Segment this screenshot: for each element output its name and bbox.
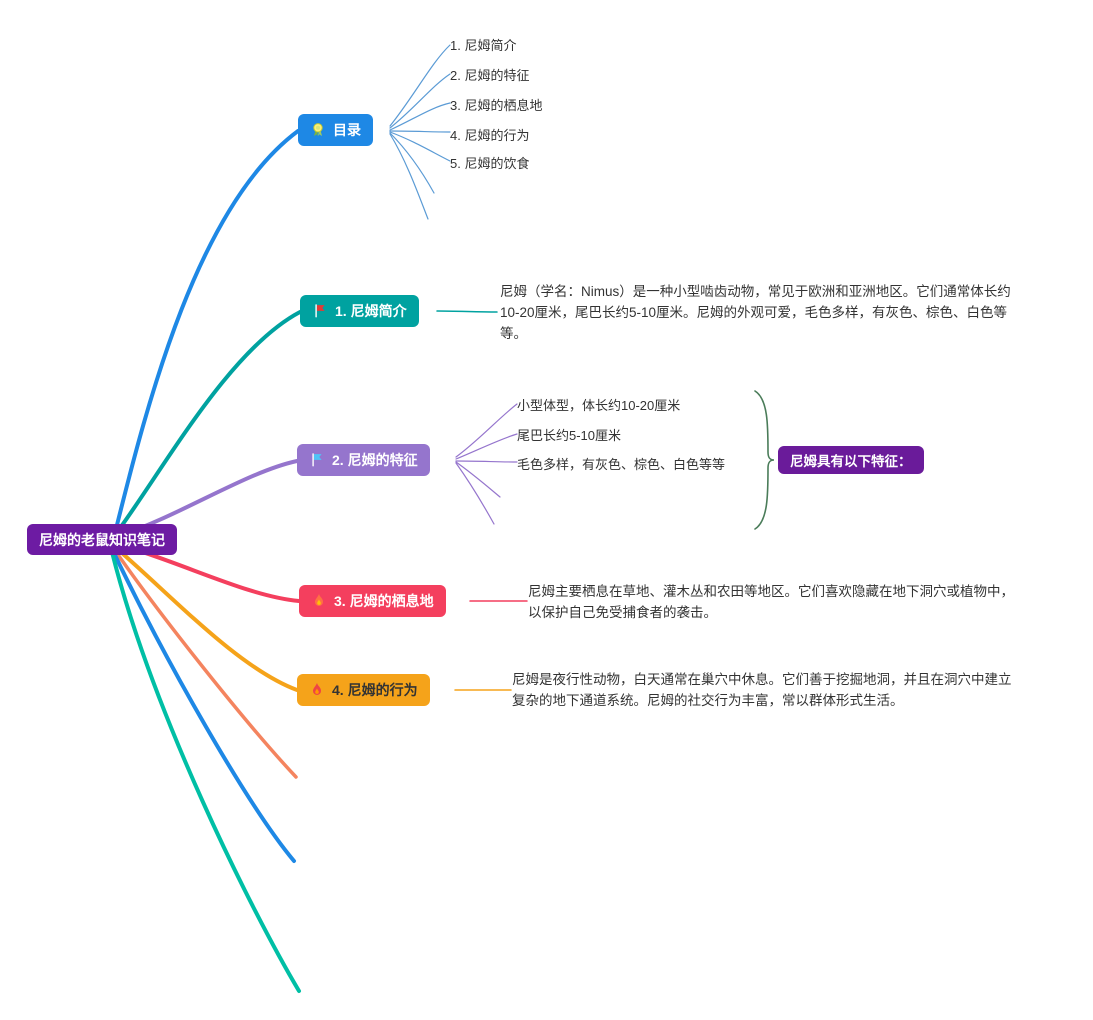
toc-child-line-stub-1 — [389, 132, 435, 194]
features-child-line-stub-2 — [455, 462, 495, 525]
branch-line-stub-blue — [111, 549, 296, 863]
branch-line-behavior — [113, 545, 299, 692]
features-child-line-stub-1 — [455, 461, 501, 498]
features-summary-topic[interactable]: 尼姆具有以下特征： — [778, 446, 924, 474]
toc-child-line-stub-2 — [389, 133, 429, 220]
toc-child-line-4 — [389, 130, 451, 133]
toc-child-line-3 — [389, 102, 451, 131]
features-child-line-1 — [455, 403, 518, 458]
branch-line-stub-teal — [110, 550, 301, 993]
blue-flag-icon — [309, 452, 325, 468]
toc-item-2[interactable]: 2. 尼姆的特征 — [450, 68, 530, 83]
medal-icon — [310, 122, 326, 138]
behavior-note[interactable]: 尼姆是夜行性动物，白天通常在巢穴中休息。它们善于挖掘地洞，并且在洞穴中建立复杂的… — [512, 672, 1012, 708]
intro-note[interactable]: 尼姆（学名：Nimus）是一种小型啮齿动物，常见于欧洲和亚洲地区。它们通常体长约… — [500, 284, 1011, 341]
topic-toc[interactable]: 目录 — [298, 114, 373, 146]
features-item-1[interactable]: 小型体型，体长约10-20厘米 — [517, 398, 681, 413]
red-flag-icon — [312, 303, 328, 319]
orange-flame-icon — [311, 593, 327, 609]
toc-item-1[interactable]: 1. 尼姆简介 — [450, 38, 517, 53]
features-summary-label: 尼姆具有以下特征： — [790, 454, 912, 469]
root-topic-label: 尼姆的老鼠知识笔记 — [39, 531, 165, 548]
toc-item-3[interactable]: 3. 尼姆的栖息地 — [450, 98, 543, 113]
topic-behavior-label: 4. 尼姆的行为 — [332, 682, 418, 698]
topic-toc-label: 目录 — [333, 122, 361, 138]
intro-note-line — [436, 310, 498, 313]
summary-bracket — [754, 390, 775, 530]
features-child-line-2 — [455, 433, 518, 460]
topic-behavior[interactable]: 4. 尼姆的行为 — [297, 674, 430, 706]
toc-item-5[interactable]: 5. 尼姆的饮食 — [450, 156, 530, 171]
features-item-3[interactable]: 毛色多样，有灰色、棕色、白色等等 — [517, 457, 726, 472]
toc-child-line-5 — [389, 131, 451, 162]
features-item-2[interactable]: 尾巴长约5-10厘米 — [517, 428, 622, 443]
branch-line-intro — [113, 310, 302, 537]
branch-line-stub-coral — [112, 547, 298, 779]
habitat-note[interactable]: 尼姆主要栖息在草地、灌木丛和农田等地区。它们喜欢隐藏在地下洞穴或植物中，以保护自… — [528, 584, 1014, 620]
topic-habitat[interactable]: 3. 尼姆的栖息地 — [299, 585, 446, 617]
topic-features-label: 2. 尼姆的特征 — [332, 452, 418, 468]
toc-item-4[interactable]: 4. 尼姆的行为 — [450, 128, 530, 143]
features-child-line-3 — [455, 460, 518, 463]
toc-child-line-2 — [389, 73, 451, 129]
topic-habitat-label: 3. 尼姆的栖息地 — [334, 593, 434, 609]
topic-intro[interactable]: 1. 尼姆简介 — [300, 295, 419, 327]
topic-features[interactable]: 2. 尼姆的特征 — [297, 444, 430, 476]
red-flame-icon — [309, 682, 325, 698]
branch-line-toc — [113, 129, 300, 535]
topic-intro-label: 1. 尼姆简介 — [335, 303, 407, 319]
root-topic[interactable]: 尼姆的老鼠知识笔记 — [27, 524, 177, 555]
toc-child-line-1 — [389, 44, 451, 127]
